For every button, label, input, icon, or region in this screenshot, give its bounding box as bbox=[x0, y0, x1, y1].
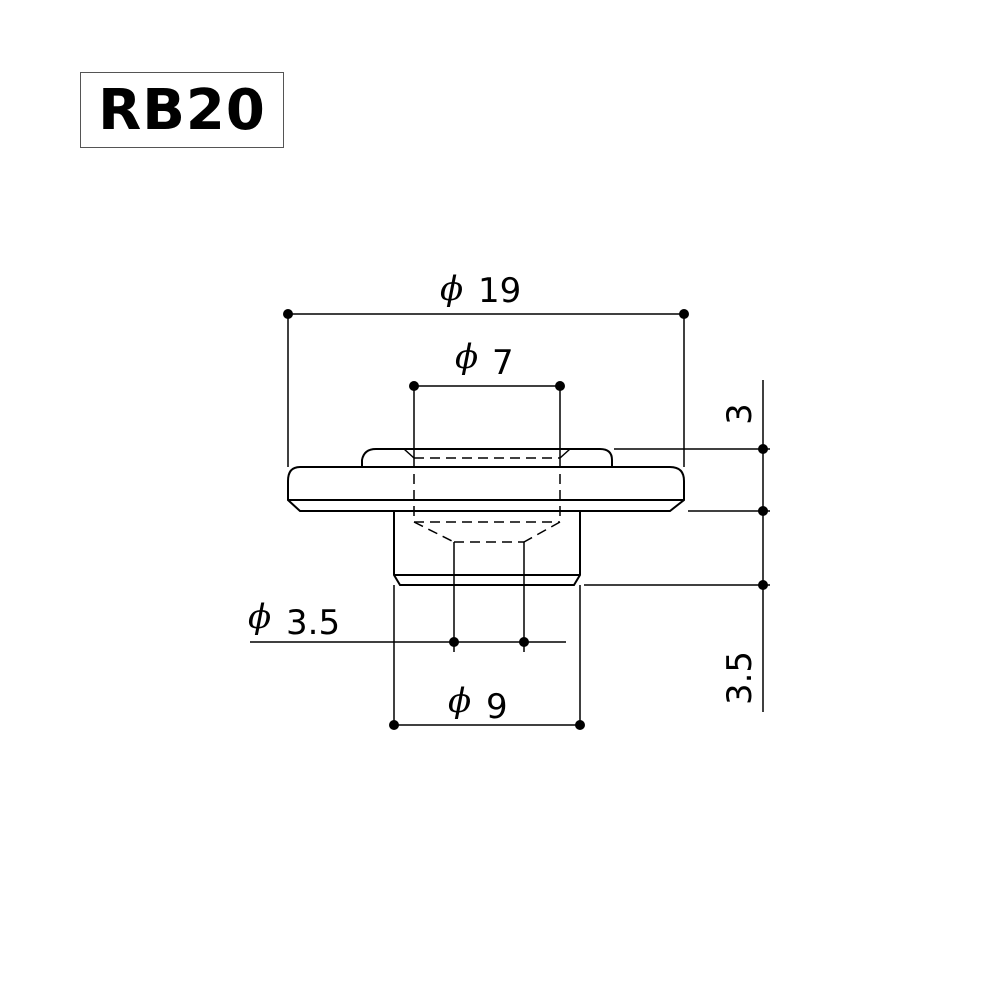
outer-diameter-label: 19 bbox=[478, 271, 521, 311]
flange-outline bbox=[287, 466, 685, 512]
phi-symbol: ϕ bbox=[248, 597, 271, 637]
shank-outline bbox=[393, 511, 581, 586]
bottom-diameter-label: 9 bbox=[486, 687, 508, 727]
top-height-label: 3 bbox=[720, 403, 760, 425]
dimension-bottom-diameter bbox=[389, 585, 585, 730]
top-boss-outline bbox=[361, 448, 613, 467]
part-number-title: RB20 bbox=[98, 77, 266, 143]
hidden-lines bbox=[413, 457, 561, 543]
part-outline bbox=[287, 448, 685, 586]
hidden-chamfers bbox=[403, 448, 571, 459]
dimension-top-diameter bbox=[409, 381, 565, 458]
hole-diameter-label: 3.5 bbox=[286, 603, 340, 643]
phi-symbol: ϕ bbox=[440, 269, 463, 309]
phi-symbol: ϕ bbox=[448, 681, 471, 721]
phi-symbol: ϕ bbox=[455, 337, 478, 377]
bottom-height-label: 3.5 bbox=[720, 651, 760, 705]
dimension-heights bbox=[584, 380, 770, 712]
title-box: RB20 bbox=[80, 72, 284, 148]
top-diameter-label: 7 bbox=[492, 343, 514, 383]
dimension-hole-diameter bbox=[250, 542, 566, 652]
dimension-outer-diameter bbox=[283, 309, 689, 467]
